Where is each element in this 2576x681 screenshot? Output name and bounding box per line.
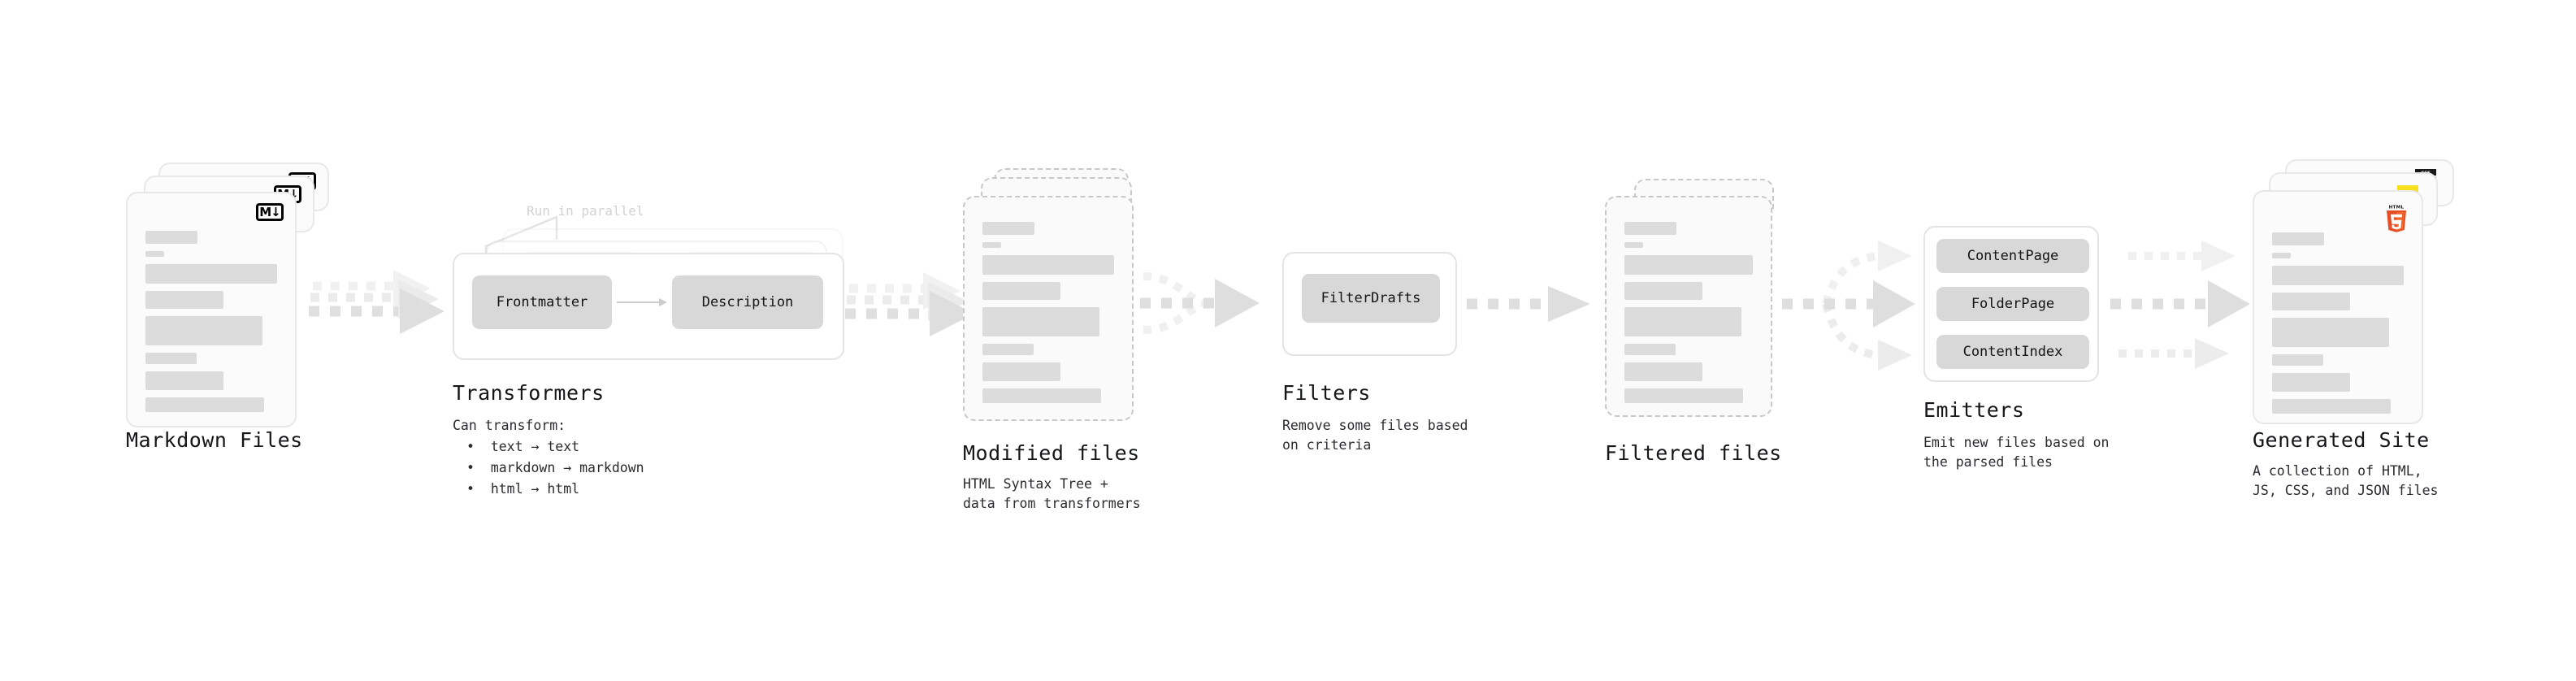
skeleton-bar (982, 344, 1034, 355)
skeleton-bar (2272, 232, 2324, 245)
arrow-emitters-to-site (2110, 241, 2250, 369)
skeleton-bar (1624, 344, 1676, 355)
skeleton-bar (982, 255, 1114, 275)
arrow-filtered-to-emitters (1782, 241, 1915, 371)
transformers-bullet-1: • markdown → markdown (466, 460, 644, 475)
skeleton-bar (1624, 388, 1743, 403)
modified-files-subtitle: HTML Syntax Tree + data from transformer… (963, 476, 1141, 511)
skeleton-bar (1624, 282, 1702, 300)
skeleton-bar (2272, 318, 2389, 347)
arrow-transformers-to-modified (845, 272, 974, 336)
filters-title: Filters (1282, 381, 1371, 405)
run-in-parallel-label: Run in parallel (527, 203, 644, 219)
filtered-file-card-front (1605, 196, 1772, 417)
bullet-text: markdown → markdown (490, 460, 644, 475)
transformer-node-frontmatter[interactable]: Frontmatter (472, 275, 612, 329)
skeleton-bar (2272, 354, 2323, 366)
filters-subtitle: Remove some files based on criteria (1282, 418, 1468, 453)
markdown-icon: M↓ (256, 203, 284, 221)
skeleton-bar (145, 251, 164, 257)
skeleton-bar (982, 388, 1101, 403)
skeleton-bar (1624, 255, 1753, 275)
skeleton-bar (982, 362, 1060, 381)
transformers-bullet-0: • text → text (466, 439, 580, 454)
transformer-inner-arrow (617, 298, 667, 306)
skeleton-bar (982, 242, 1001, 248)
skeleton-bar (145, 264, 277, 284)
arrow-filters-to-filtered (1467, 286, 1590, 322)
filters-group[interactable]: FilterDrafts (1282, 252, 1457, 356)
transformer-node-description[interactable]: Description (672, 275, 823, 329)
filtered-files-title: Filtered files (1605, 441, 1782, 465)
arrow-markdown-to-transformers (309, 270, 445, 334)
skeleton-bar (2272, 399, 2391, 414)
skeleton-bar (2272, 266, 2404, 285)
svg-text:HTML: HTML (2389, 206, 2405, 210)
modified-files-title: Modified files (963, 441, 1140, 465)
modified-file-card-front (963, 196, 1134, 421)
bullet-text: text → text (490, 439, 580, 454)
skeleton-bar (1624, 362, 1702, 381)
skeleton-bar (1624, 242, 1643, 248)
emitters-subtitle: Emit new files based on the parsed files (1923, 435, 2110, 470)
skeleton-bar (1624, 307, 1741, 336)
transformers-bullet-2: • html → html (466, 481, 580, 497)
skeleton-bar (982, 282, 1060, 300)
emitters-title: Emitters (1923, 398, 2025, 422)
skeleton-bar (982, 307, 1099, 336)
skeleton-bar (145, 291, 223, 309)
skeleton-bar (2272, 253, 2291, 258)
filter-node-filterdrafts[interactable]: FilterDrafts (1302, 274, 1440, 323)
emitter-node-contentpage[interactable]: ContentPage (1936, 239, 2089, 273)
file-skeleton (2272, 232, 2404, 421)
file-skeleton (1624, 222, 1753, 410)
skeleton-bar (145, 353, 197, 364)
emitters-group[interactable]: ContentPage FolderPage ContentIndex (1923, 226, 2099, 382)
skeleton-bar (982, 222, 1034, 235)
skeleton-bar (145, 231, 197, 244)
generated-site-title: Generated Site (2253, 428, 2430, 452)
skeleton-bar (2272, 373, 2350, 392)
transformer-card-front[interactable]: Frontmatter Description (453, 253, 844, 360)
emitter-node-folderpage[interactable]: FolderPage (1936, 287, 2089, 321)
html5-icon: HTML (2387, 206, 2406, 232)
generated-file-card-html: HTML (2253, 190, 2423, 424)
bullet-text: html → html (490, 481, 580, 497)
generated-site-subtitle: A collection of HTML, JS, CSS, and JSON … (2253, 463, 2439, 498)
file-skeleton (145, 231, 277, 419)
file-skeleton (982, 222, 1114, 410)
skeleton-bar (145, 316, 262, 345)
transformers-title: Transformers (453, 381, 605, 405)
emitter-node-contentindex[interactable]: ContentIndex (1936, 335, 2089, 369)
markdown-file-card-front: M↓ (126, 192, 297, 427)
skeleton-bar (2272, 293, 2350, 310)
markdown-files-title: Markdown Files (126, 428, 303, 452)
skeleton-bar (1624, 222, 1676, 235)
arrow-modified-to-filters (1140, 272, 1260, 334)
skeleton-bar (145, 397, 264, 412)
skeleton-bar (145, 371, 223, 390)
transformers-subtitle: Can transform: (453, 418, 566, 433)
